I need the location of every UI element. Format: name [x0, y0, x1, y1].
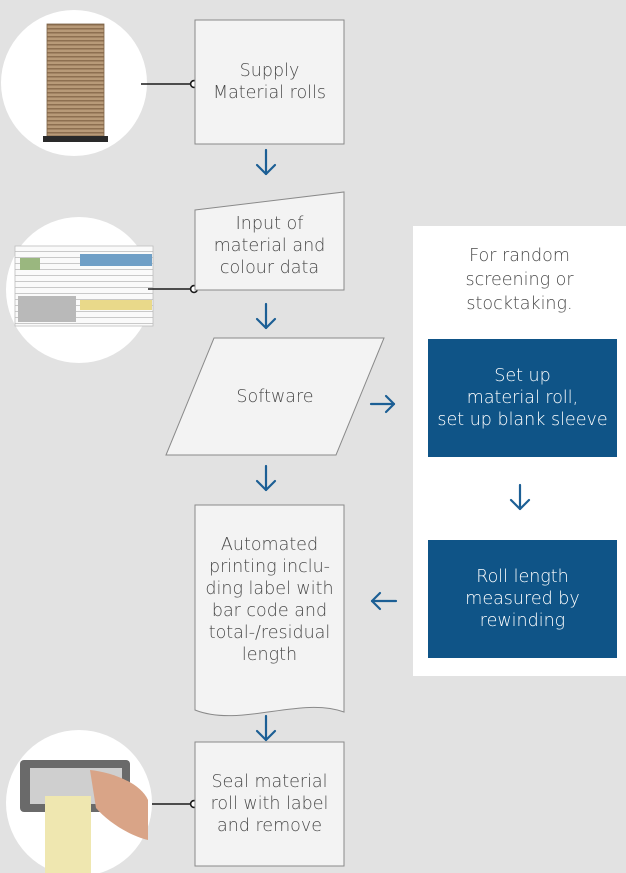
printer-photo	[6, 730, 152, 873]
printing-document-shape	[194, 504, 345, 717]
setup-box: Set up material roll, set up blank sleev…	[428, 339, 617, 457]
down-arrow-icon	[255, 302, 277, 330]
supply-box	[194, 19, 345, 145]
right-arrow-icon	[369, 394, 396, 414]
software-label: Software	[236, 386, 314, 407]
seal-box	[194, 741, 345, 867]
software-data-shape	[165, 337, 385, 456]
supply-label: Supply Material rolls	[212, 61, 326, 103]
down-arrow-icon	[255, 714, 277, 742]
pallet-photo	[1, 10, 147, 156]
input-label: Input of material and colour data	[213, 214, 326, 278]
down-arrow-icon	[509, 483, 531, 511]
side-panel-note: For random screening or stocktaking.	[465, 246, 574, 314]
measure-box: Roll length measured by rewinding	[428, 540, 617, 658]
left-arrow-icon	[370, 591, 398, 611]
printing-label: Automated printing inclu- ding label wit…	[205, 535, 334, 665]
input-manual-shape	[194, 191, 345, 291]
software-screen-photo	[6, 217, 154, 363]
down-arrow-icon	[255, 464, 277, 492]
seal-label: Seal material roll with label and remove	[210, 772, 329, 836]
down-arrow-icon	[255, 148, 277, 176]
